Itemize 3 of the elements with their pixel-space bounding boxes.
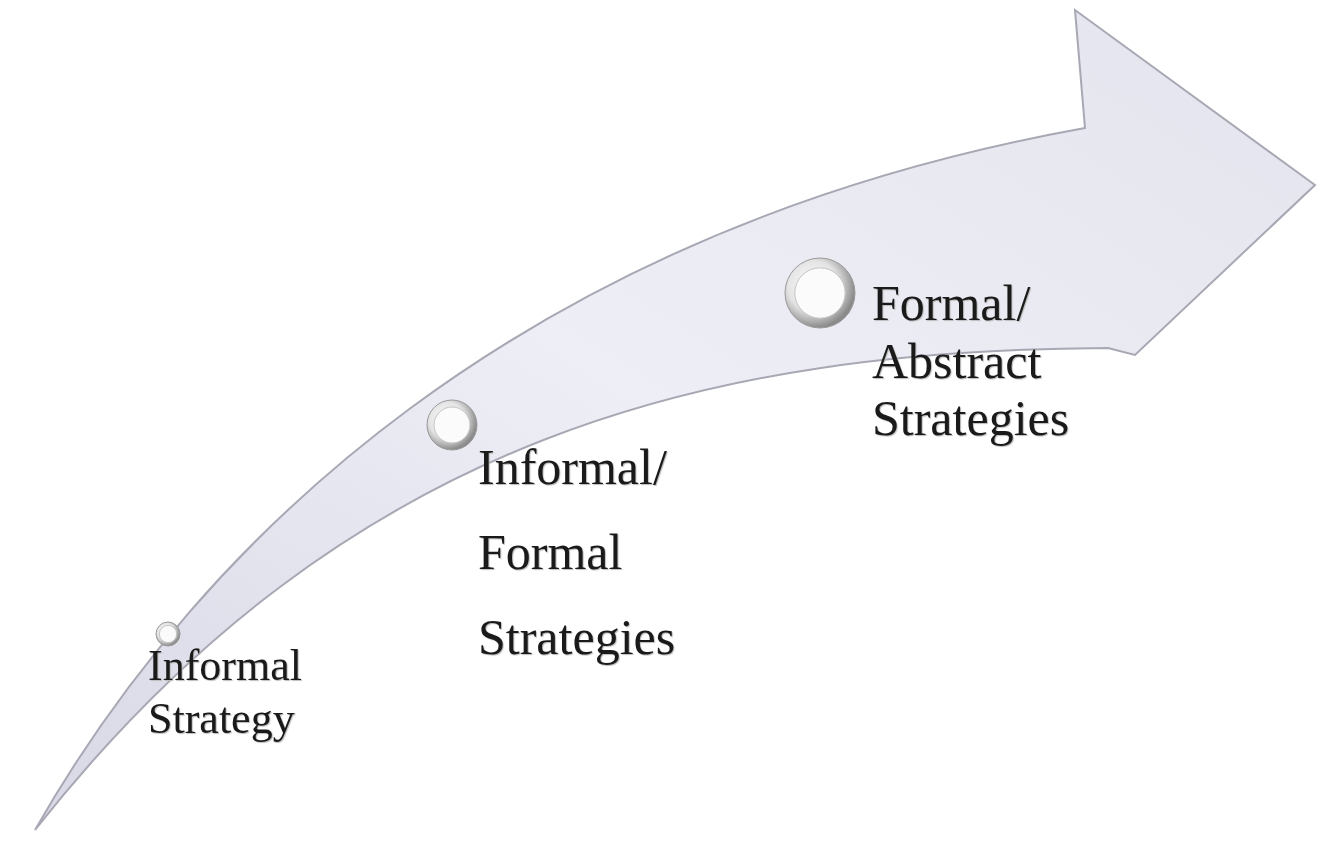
stage-label: Informal Strategy — [148, 640, 303, 745]
stage-label: Informal/ Formal Strategies — [478, 438, 677, 667]
stage-label: Formal/ Abstract Strategies — [872, 275, 1071, 448]
